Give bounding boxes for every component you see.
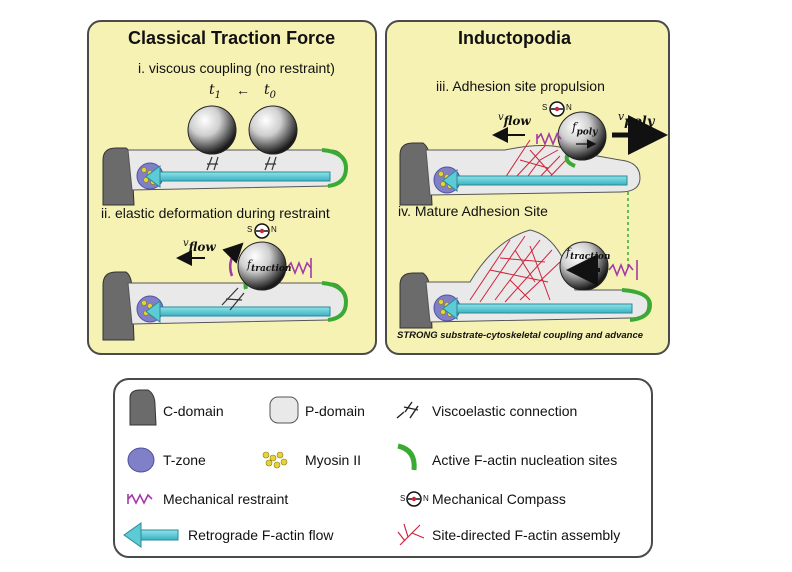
c-domain-shape — [399, 272, 433, 329]
legend-compass-n: N — [423, 494, 429, 503]
step-ii-label: ii. elastic deformation during restraint — [101, 205, 330, 221]
legend-t-zone-label: T-zone — [163, 452, 206, 468]
step-i-label: i. viscous coupling (no restraint) — [138, 60, 335, 76]
legend-c-domain-icon — [129, 389, 157, 426]
compass-s: S — [247, 225, 253, 234]
t0-label: t0 — [264, 82, 277, 101]
legend-assembly-icon — [397, 523, 425, 546]
legend-retrograde-label: Retrograde F-actin flow — [188, 527, 334, 543]
retrograde-flow-head — [145, 165, 161, 188]
legend-p-domain-label: P-domain — [305, 403, 365, 419]
legend-retrograde-head — [123, 522, 142, 548]
step-iv-label: iv. Mature Adhesion Site — [398, 203, 548, 219]
legend-myosin-icon — [262, 451, 288, 469]
legend-p-domain-icon — [269, 396, 299, 424]
legend-viscoelastic-icon — [396, 401, 419, 419]
legend-myosin-label: Myosin II — [305, 452, 362, 468]
t1-label: t1 — [209, 82, 222, 101]
scene-iv — [399, 229, 653, 329]
retrograde-flow-bar — [159, 306, 331, 317]
mechanical-restraint-spring — [536, 131, 562, 147]
retrograde-flow-head — [442, 297, 458, 320]
legend-restraint-label: Mechanical restraint — [163, 491, 289, 507]
legend-nucleation-icon — [397, 443, 417, 471]
legend-assembly-label: Site-directed F-actin assembly — [432, 527, 621, 543]
actin-assembly-network — [469, 235, 561, 303]
compass-n: N — [271, 225, 277, 234]
scene-ii — [102, 223, 349, 341]
legend-icons — [123, 389, 425, 548]
bead-restrained — [237, 241, 287, 291]
nucleation-arc — [321, 148, 349, 188]
retrograde-flow-head — [145, 300, 161, 323]
legend-box — [113, 378, 653, 558]
vflow-label: vflow — [183, 238, 216, 254]
legend-compass-label: Mechanical Compass — [432, 491, 566, 507]
bead-t0 — [248, 105, 298, 155]
right-panel-footer: STRONG substrate-cytoskeletal coupling a… — [397, 330, 644, 341]
legend-viscoelastic-label: Viscoelastic connection — [432, 403, 578, 419]
actin-assembly-network — [504, 139, 567, 183]
compass-n-right: N — [566, 103, 572, 112]
legend-t-zone-icon — [127, 447, 155, 473]
bead-rotation-arrow — [222, 242, 244, 277]
nucleation-arc — [621, 288, 653, 322]
mechanical-restraint-spring — [608, 260, 638, 280]
scene-iii — [399, 101, 668, 268]
mechanical-restraint-spring — [286, 258, 312, 278]
vpoly-label: vpoly — [618, 110, 655, 130]
legend-nucleation-label: Active F-actin nucleation sites — [432, 452, 618, 468]
legend-compass-s: S — [400, 494, 406, 503]
viscoelastic-link-1 — [206, 156, 219, 171]
legend-restraint-icon — [127, 493, 153, 505]
step-iii-label: iii. Adhesion site propulsion — [436, 78, 605, 94]
nucleation-arc — [321, 281, 349, 322]
retrograde-flow-head — [442, 169, 458, 192]
legend-compass-icon — [406, 491, 422, 507]
retrograde-flow-bar — [159, 171, 331, 182]
bead-t1 — [187, 105, 237, 155]
legend-retrograde-bar — [139, 529, 179, 541]
retrograde-flow-bar — [456, 303, 633, 314]
scene-i — [102, 105, 349, 206]
ftraction-label-right: ftraction — [566, 246, 611, 263]
viscoelastic-link-2 — [264, 156, 277, 171]
retrograde-flow-bar — [456, 175, 628, 186]
legend-c-domain-label: C-domain — [163, 403, 224, 419]
c-domain-shape — [102, 271, 135, 341]
right-panel-title: Inductopodia — [458, 28, 571, 48]
ftraction-label: ftraction — [247, 258, 292, 275]
viscoelastic-link-stretched — [221, 287, 245, 311]
compass-glyph — [549, 101, 565, 117]
t-arrow-glyph: ← — [236, 82, 250, 98]
vflow-label-right: vflow — [498, 112, 531, 128]
compass-s-right: S — [542, 103, 548, 112]
left-panel-title: Classical Traction Force — [128, 28, 336, 48]
compass-glyph — [254, 223, 270, 239]
fpoly-label: fpoly — [572, 120, 598, 138]
